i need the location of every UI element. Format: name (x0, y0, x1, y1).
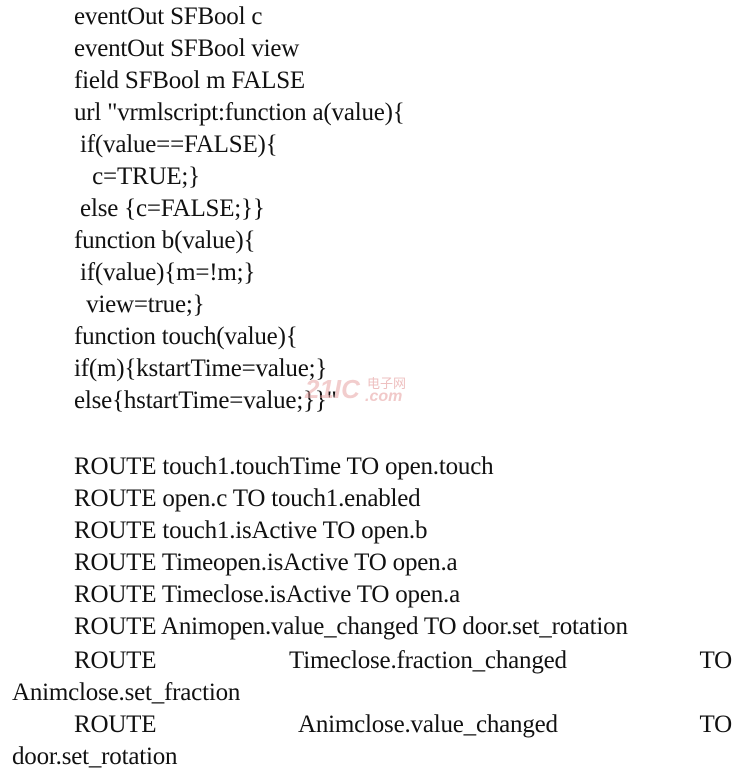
code-line-1: eventOut SFBool c (74, 3, 263, 30)
route-line-4: ROUTE Timeopen.isActive TO open.a (74, 549, 458, 576)
route-to: TO (699, 711, 733, 738)
code-line-2: eventOut SFBool view (74, 35, 300, 62)
route-line-1: ROUTE touch1.touchTime TO open.touch (74, 453, 494, 480)
route-line-7: ROUTE Timeclose.fraction_changed TO (74, 645, 732, 677)
code-line-10: view=true;} (74, 291, 205, 318)
route-word: ROUTE (74, 647, 157, 674)
route-to: TO (699, 647, 733, 674)
code-line-4: url "vrmlscript:function a(value){ (74, 99, 405, 126)
code-line-3: field SFBool m FALSE (74, 67, 305, 94)
route-source: Animclose.value_changed (297, 711, 558, 738)
code-line-5: if(value==FALSE){ (74, 131, 278, 158)
route-line-8-continuation: door.set_rotation (12, 743, 178, 770)
code-line-11: function touch(value){ (74, 323, 298, 350)
code-line-8: function b(value){ (74, 227, 256, 254)
route-line-6: ROUTE Animopen.value_changed TO door.set… (74, 613, 628, 640)
route-line-2: ROUTE open.c TO touch1.enabled (74, 485, 421, 512)
route-line-7-continuation: Animclose.set_fraction (12, 679, 241, 706)
route-source: Timeclose.fraction_changed (289, 647, 567, 674)
code-line-12: if(m){kstartTime=value;} (74, 355, 328, 382)
code-line-13: else{hstartTime=value;}}" (74, 387, 337, 414)
route-line-3: ROUTE touch1.isActive TO open.b (74, 517, 428, 544)
route-line-5: ROUTE Timeclose.isActive TO open.a (74, 581, 460, 608)
code-line-9: if(value){m=!m;} (74, 259, 256, 286)
code-line-6: c=TRUE;} (74, 163, 200, 190)
route-line-8: ROUTE Animclose.value_changed TO (74, 709, 732, 741)
code-line-7: else {c=FALSE;}} (74, 195, 265, 222)
route-word: ROUTE (74, 711, 157, 738)
